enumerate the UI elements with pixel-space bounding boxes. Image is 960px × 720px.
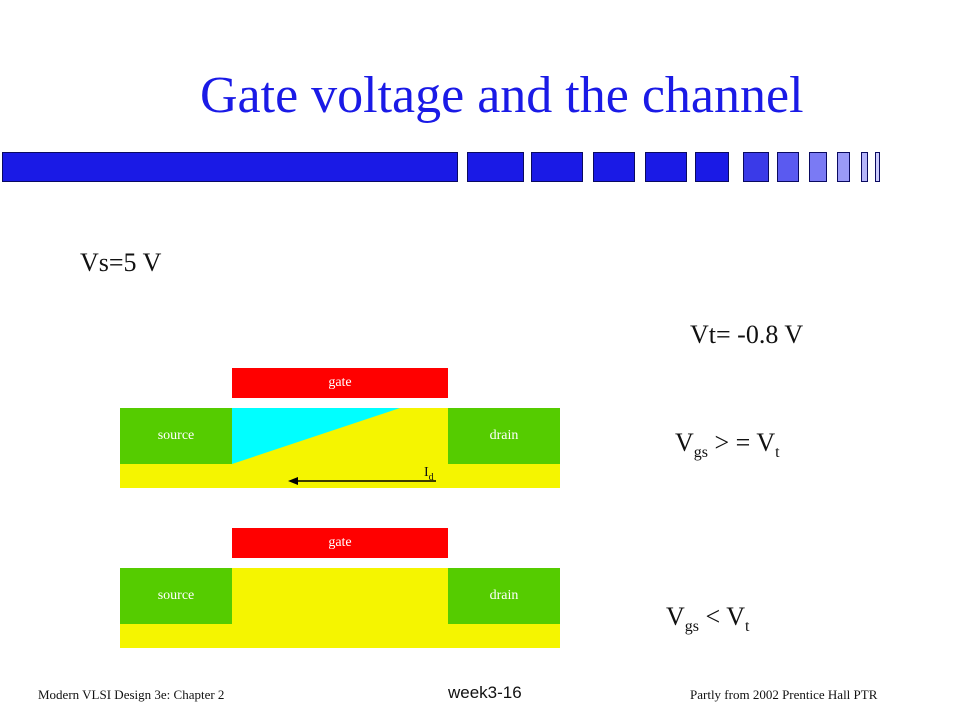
current-arrow-head — [288, 477, 298, 485]
decor-block-10 — [861, 152, 868, 182]
current-label: Id — [424, 465, 434, 483]
footer-center: week3-16 — [448, 683, 522, 702]
decor-block-2 — [531, 152, 583, 182]
vs-label: Vs=5 V — [80, 248, 162, 277]
top-source: source — [120, 408, 232, 464]
decor-block-3 — [593, 152, 635, 182]
top-gate: gate — [232, 368, 448, 398]
decor-block-9 — [837, 152, 850, 182]
slide-title: Gate voltage and the channel — [200, 67, 804, 124]
top-drain: drain — [448, 408, 560, 464]
decor-block-6 — [743, 152, 769, 182]
decor-block-7 — [777, 152, 799, 182]
top-channel-wedge — [232, 408, 400, 464]
bottom-drain: drain — [448, 568, 560, 624]
vt-label: Vt= -0.8 V — [690, 320, 804, 349]
decor-block-4 — [645, 152, 687, 182]
title-underline-bar — [2, 152, 458, 182]
decor-block-11 — [875, 152, 880, 182]
footer-right: Partly from 2002 Prentice Hall PTR — [690, 687, 878, 702]
bottom-gate: gate — [232, 528, 448, 558]
decor-block-1 — [467, 152, 524, 182]
decor-block-8 — [809, 152, 827, 182]
footer-left: Modern VLSI Design 3e: Chapter 2 — [38, 687, 225, 702]
bottom-condition: Vgs < Vt — [666, 602, 750, 635]
decor-block-5 — [695, 152, 729, 182]
bottom-source: source — [120, 568, 232, 624]
top-condition: Vgs > = Vt — [675, 428, 780, 461]
